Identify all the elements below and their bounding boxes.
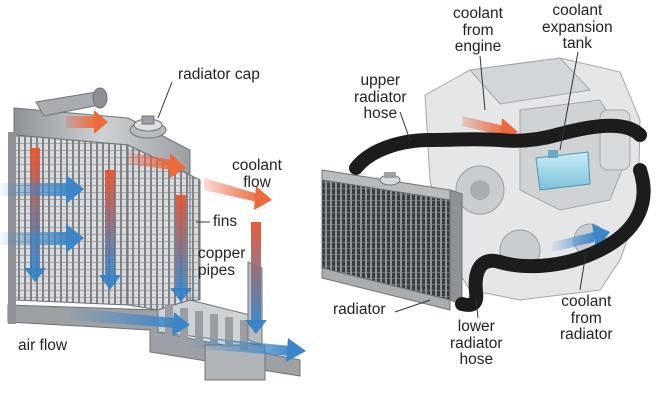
label-upper-radiator-hose: upper radiator hose [354,72,407,123]
coolant-arrow-3 [176,195,186,290]
label-fins: fins [213,213,238,230]
label-coolant-from-radiator: coolant from radiator [560,293,613,344]
label-coolant-from-engine: coolant from engine [453,5,503,56]
cutaway-radiator [0,87,306,381]
air-flow-arrow-4 [190,336,306,362]
coolant-arrow-4 [251,222,261,322]
label-radiator: radiator [333,301,386,318]
expansion-tank [535,150,591,191]
leader-radiator [394,299,431,313]
leader-lower-hose [475,297,479,319]
engine-radiator [321,169,463,311]
label-lower-radiator-hose: lower radiator hose [450,318,503,369]
air-flow-arrow-3 [70,308,190,336]
lower-radiator-hose [455,163,651,312]
coolant-arrow-2 [105,170,115,275]
label-air-flow: air flow [18,337,68,354]
leader-expansion-tank [559,51,579,151]
air-flow-arrow-1 [0,175,84,204]
fins-strip [189,174,201,301]
coolant-arrow-1 [30,148,40,268]
leader-upper-hose [399,111,411,141]
label-copper-pipes: copper pipes [198,245,246,279]
label-coolant-flow: coolant flow [232,157,282,191]
hot-coolant-arrow-mid [128,152,186,178]
label-coolant-expansion-tank: coolant expansion tank [542,2,613,53]
air-flow-arrow-2 [0,224,84,253]
leader-coolant-from-engine [479,55,486,111]
coolant-flow-arrow [204,178,272,210]
radiator-cap-icon [129,115,167,139]
upper-radiator-hose [349,118,647,175]
side-frame [8,132,16,324]
leader-radiator-cap [157,81,173,119]
label-radiator-cap: radiator cap [178,66,260,83]
hot-coolant-arrow-top [66,110,108,134]
leader-coolant-from-radiator [579,251,587,291]
coolant-from-radiator-arrow [552,224,610,252]
engine-assembly [424,57,641,301]
